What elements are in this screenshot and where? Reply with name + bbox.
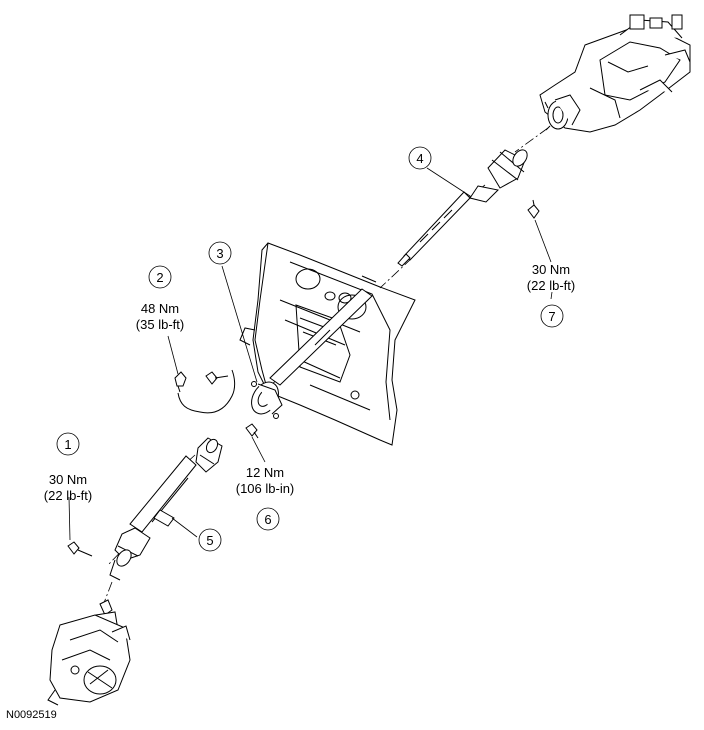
torque-imperial: (22 lb-ft) [527,278,575,293]
callout-number: 4 [416,151,423,166]
callout-2: 2 48 Nm (35 lb-ft) [136,265,184,332]
leader-lines [68,167,553,541]
torque-imperial: (106 lb-in) [236,481,295,496]
callout-number: 5 [206,533,213,548]
callout-7: 30 Nm (22 lb-ft) 7 [527,262,575,328]
callout-4: 4 [408,146,432,170]
callout-1: 1 30 Nm (22 lb-ft) [44,432,92,503]
torque-metric: 48 Nm [141,301,179,316]
callout-number: 7 [548,309,555,324]
lower-shaft [109,437,223,581]
torque-metric: 30 Nm [49,472,87,487]
bolt-item-6 [245,423,259,439]
callout-number: 3 [216,246,223,261]
torque-metric: 30 Nm [532,262,570,277]
figure-id: N0092519 [6,709,57,721]
callout-3: 3 [208,241,232,265]
callout-number: 2 [156,270,163,285]
dash-panel [239,242,416,446]
callout-number: 6 [264,512,271,527]
torque-metric: 12 Nm [246,465,284,480]
torque-imperial: (35 lb-ft) [136,317,184,332]
bolt-item-2 [174,369,236,414]
callout-6: 12 Nm (106 lb-in) 6 [236,465,295,531]
callout-number: 1 [64,437,71,452]
steering-gear [47,599,131,706]
callout-5: 5 [198,528,222,552]
bolt-item-7 [527,199,540,219]
column-shaft [269,288,373,386]
dash-seal-boot [251,381,283,419]
intermediate-shaft [397,149,528,267]
steering-column-assembly [539,14,691,133]
torque-imperial: (22 lb-ft) [44,488,92,503]
bolt-item-1 [67,541,93,557]
